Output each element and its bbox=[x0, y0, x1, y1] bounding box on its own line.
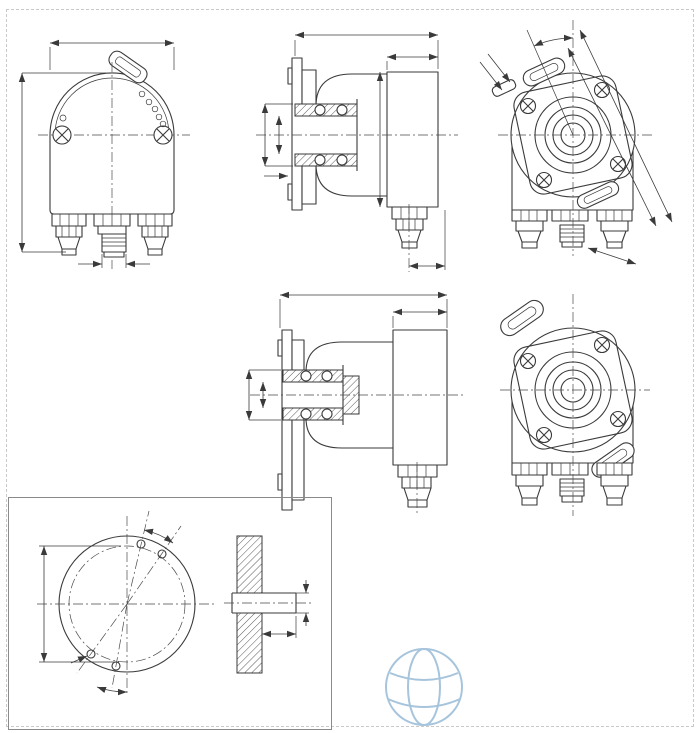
rear2-centerlines bbox=[500, 294, 650, 516]
front-dimensions bbox=[18, 39, 175, 268]
rear1-dimensions bbox=[479, 29, 673, 265]
multi-dimensions bbox=[245, 291, 448, 421]
sheet-border bbox=[6, 9, 694, 727]
mount-dimensions bbox=[39, 528, 174, 696]
front-clip bbox=[108, 50, 148, 84]
mount-flange-circle bbox=[37, 510, 217, 694]
rear2-cable-glands bbox=[511, 462, 633, 506]
single-clamp-hub bbox=[294, 99, 358, 171]
multi-turn-drawing bbox=[245, 291, 465, 516]
mounting-side-drawing bbox=[37, 510, 311, 696]
rear2-screws bbox=[519, 336, 627, 444]
multi-cable-gland bbox=[397, 462, 438, 516]
front-screws bbox=[52, 90, 173, 145]
rear-view-single-drawing bbox=[479, 20, 673, 265]
rear-view-multi-drawing bbox=[500, 294, 650, 516]
mounting-side-panel bbox=[8, 497, 332, 730]
front-cable-glands bbox=[51, 213, 173, 258]
front-view-drawing bbox=[18, 39, 190, 269]
mount-wall-section bbox=[224, 535, 311, 674]
single-cable-gland bbox=[391, 204, 428, 272]
watermark-globe-icon bbox=[385, 648, 463, 726]
single-turn-drawing bbox=[256, 31, 458, 272]
single-dimensions bbox=[261, 31, 446, 270]
multi-clamp-hub bbox=[282, 365, 360, 425]
rear2-clamp-flange bbox=[513, 330, 633, 450]
rear1-cable-glands bbox=[511, 209, 633, 249]
